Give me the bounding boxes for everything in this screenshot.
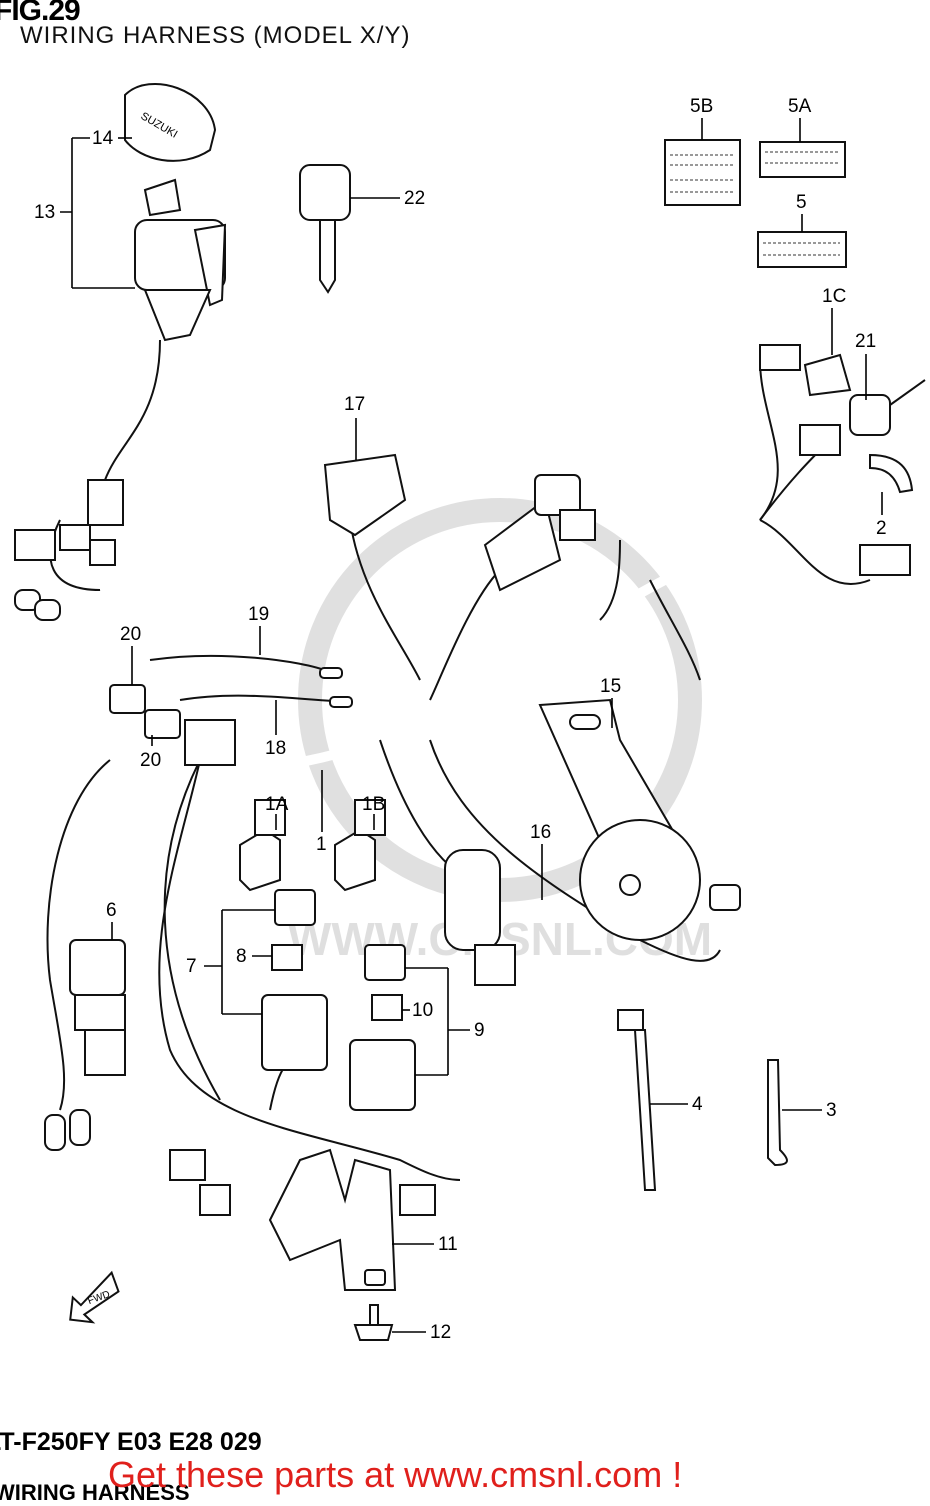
horn-lead	[709, 884, 741, 911]
callout-3: 3	[782, 1100, 837, 1121]
relay-1B	[334, 799, 386, 892]
noise-filter	[444, 849, 516, 986]
callout-10: 10	[402, 1000, 433, 1021]
relay-connector	[184, 719, 236, 766]
horn	[538, 698, 701, 941]
callout-label-11: 11	[438, 1234, 458, 1255]
cable-tie	[617, 1009, 657, 1191]
key	[299, 164, 351, 294]
figure-subtitle: WIRING HARNESS (MODEL X/Y)	[20, 22, 411, 49]
callout-1: 1	[316, 770, 327, 855]
callout-1C: 1C	[822, 286, 846, 355]
callout-label-22: 22	[404, 188, 425, 209]
handlebar-switch	[323, 453, 407, 537]
callout-13: 13	[34, 137, 135, 289]
bracket	[268, 1148, 397, 1291]
main-harness	[46, 339, 871, 1181]
callout-20-bottom: 20	[140, 735, 161, 771]
callout-17: 17	[344, 394, 365, 460]
harness-clamp	[869, 453, 914, 494]
relay-6	[44, 939, 126, 1151]
callout-label-5A: 5A	[788, 96, 812, 117]
callout-21: 21	[855, 331, 876, 400]
callout-18: 18	[265, 700, 286, 759]
callout-15: 15	[600, 676, 621, 728]
lead-wire-terminals	[319, 667, 353, 708]
callout-label-2: 2	[876, 518, 887, 539]
callout-label-20-top: 20	[120, 624, 141, 645]
callout-5A: 5A	[788, 96, 812, 142]
callout-label-21: 21	[855, 331, 876, 352]
callout-label-14: 14	[92, 128, 114, 149]
relay-1A	[239, 799, 286, 892]
ignition-switch	[134, 178, 227, 342]
callout-20-top: 20	[120, 624, 141, 685]
callout-8: 8	[236, 946, 272, 967]
ignition-key-cap: SUZUKI	[124, 83, 217, 162]
get-parts-link[interactable]: Get these parts at www.cmsnl.com !	[108, 1454, 683, 1495]
callout-label-17: 17	[344, 394, 365, 415]
callout-19: 19	[248, 604, 269, 655]
callout-11: 11	[392, 1234, 458, 1255]
callout-6: 6	[106, 900, 117, 940]
callout-label-9: 9	[474, 1020, 485, 1041]
callout-16: 16	[530, 822, 551, 900]
callout-label-10: 10	[412, 1000, 433, 1021]
callout-2: 2	[876, 492, 887, 539]
callout-5: 5	[796, 192, 807, 232]
bolt	[353, 1304, 394, 1341]
band-clamp	[767, 1059, 788, 1167]
callout-label-16: 16	[530, 822, 551, 843]
callout-label-15: 15	[600, 676, 621, 697]
callout-label-1A: 1A	[265, 794, 289, 815]
callout-label-7: 7	[186, 956, 197, 977]
callout-label-5B: 5B	[690, 96, 713, 117]
callout-4: 4	[650, 1094, 703, 1115]
callout-5B: 5B	[690, 96, 713, 140]
callout-label-12: 12	[430, 1322, 451, 1343]
fuse-holder-9	[349, 944, 416, 1111]
callout-label-13: 13	[34, 202, 55, 223]
callout-label-18: 18	[265, 738, 286, 759]
callout-14: 14	[92, 128, 132, 149]
callout-1A: 1A	[265, 794, 289, 830]
callout-label-1C: 1C	[822, 286, 846, 307]
harness-connectors-top-right	[759, 344, 926, 576]
ignition-coil	[483, 474, 596, 592]
callout-7: 7	[186, 909, 275, 1015]
callout-label-1: 1	[316, 834, 327, 855]
callout-label-19: 19	[248, 604, 269, 625]
callout-label-5: 5	[796, 192, 807, 213]
warning-label-5A	[759, 141, 846, 178]
figure-number: FIG.29	[0, 0, 81, 27]
callout-label-1B: 1B	[362, 794, 385, 815]
model-code: LT-F250FY E03 E28 029	[0, 1428, 262, 1456]
harness-connectors-left	[14, 479, 124, 621]
callout-label-8: 8	[236, 946, 247, 967]
callout-9: 9	[405, 967, 485, 1076]
warning-label-5B	[664, 139, 741, 206]
callout-label-3: 3	[826, 1100, 837, 1121]
warning-label-5	[757, 231, 847, 268]
callout-22: 22	[350, 188, 425, 209]
callout-label-6: 6	[106, 900, 117, 921]
terminal-caps	[109, 684, 181, 739]
connector-cap-1C	[803, 353, 852, 397]
harness-connectors-bottom	[169, 1149, 436, 1216]
callout-label-4: 4	[692, 1094, 703, 1115]
forward-arrow: FWD	[69, 1270, 120, 1324]
callout-label-20-bottom: 20	[140, 750, 161, 771]
callout-12: 12	[392, 1322, 451, 1343]
fuse-holder-7	[261, 889, 328, 1071]
callout-1B: 1B	[362, 794, 385, 830]
